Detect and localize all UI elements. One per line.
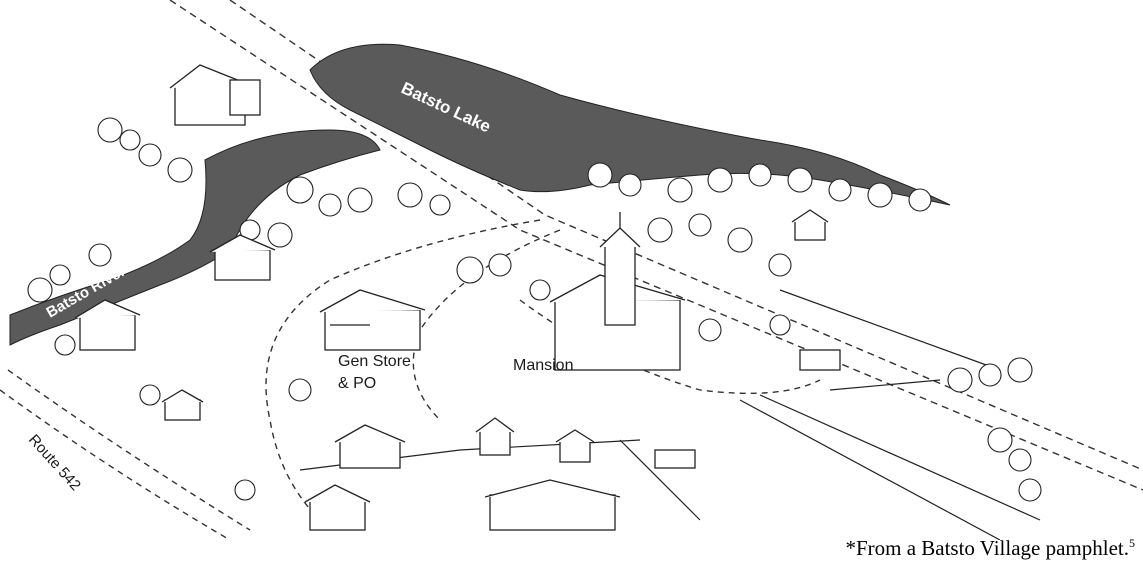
village-map-illustration: Batsto Lake Batsto River Gen Store & PO … (0, 0, 1143, 540)
shed-building (654, 449, 696, 469)
general-store-building (319, 289, 426, 351)
cottage-building (334, 424, 406, 469)
tree-clusters (27, 117, 1042, 502)
cottage-building (475, 417, 515, 456)
farmhouse-building (169, 64, 261, 126)
fences (299, 289, 1041, 540)
cottage-building (304, 484, 371, 531)
barn-building (791, 209, 829, 241)
source-caption: *From a Batsto Village pamphlet.5 (845, 536, 1135, 561)
row-house-building (484, 479, 621, 531)
po-label: & PO (338, 375, 376, 392)
gen-store-label: Gen Store (338, 353, 411, 370)
mill-building (74, 299, 141, 351)
caption-text: *From a Batsto Village pamphlet. (845, 536, 1129, 560)
caption-footnote: 5 (1129, 536, 1135, 550)
mansion-label: Mansion (513, 357, 573, 374)
mansion-building (549, 212, 686, 371)
river-shape (9, 129, 381, 346)
shed-building (161, 389, 204, 421)
buildings (74, 64, 841, 531)
route-label: Route 542 (25, 431, 84, 494)
shed-building (799, 349, 841, 371)
cottage-building (555, 429, 595, 463)
riverside-building (209, 234, 276, 281)
